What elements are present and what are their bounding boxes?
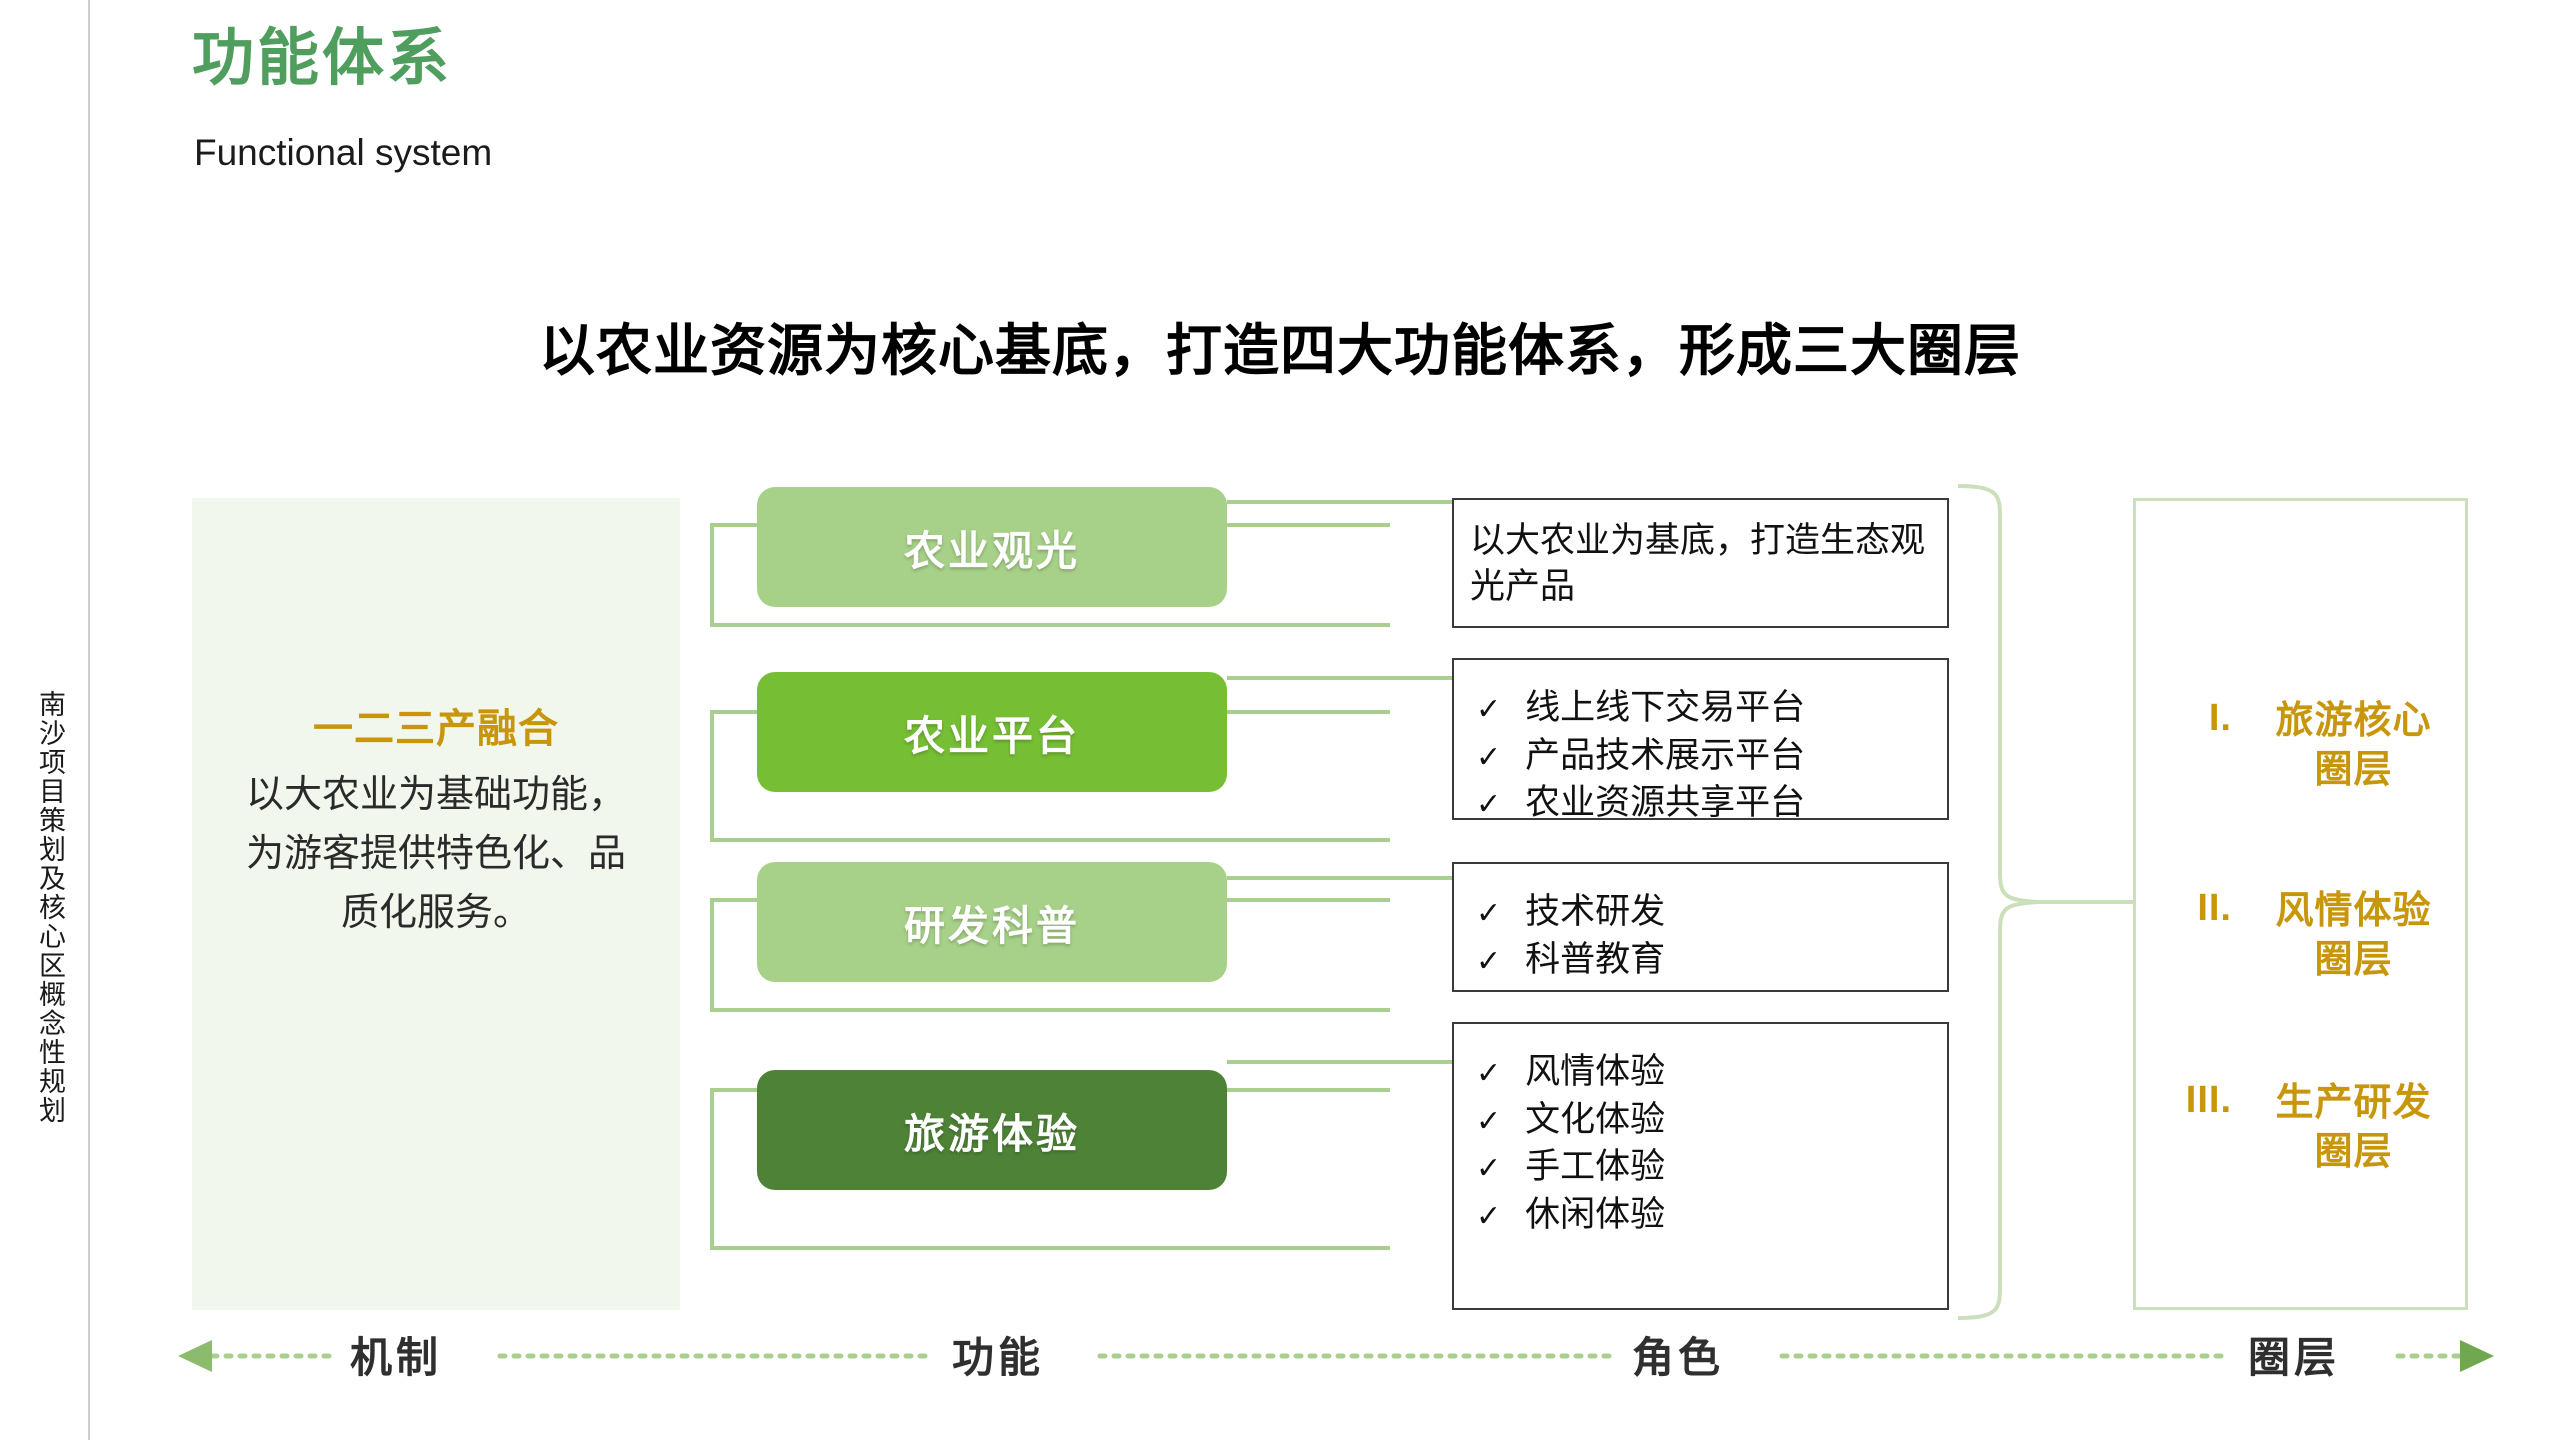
- list-item: ✓ 农业资源共享平台: [1454, 779, 1947, 827]
- check-icon: ✓: [1476, 1199, 1502, 1233]
- list-item-label: 农业资源共享平台: [1525, 783, 1806, 823]
- mechanism-title: 一二三产融合: [313, 707, 559, 751]
- check-icon: ✓: [1476, 1057, 1502, 1090]
- page-subtitle-english: Functional system: [194, 132, 493, 173]
- list-item-label: 文化体验: [1525, 1099, 1666, 1139]
- list-item: ✓ 风情体验: [1454, 1048, 1947, 1096]
- layer-numeral: I.: [2208, 697, 2232, 739]
- list-item: ✓ 技术研发: [1454, 888, 1947, 936]
- check-icon: ✓: [1476, 740, 1502, 774]
- list-item-label: 手工体验: [1525, 1147, 1666, 1187]
- list-item: ✓ 线上线下交易平台: [1454, 684, 1947, 732]
- layer-label: 风情体验 圈层: [2275, 890, 2432, 981]
- list-item: ✓ 休闲体验: [1454, 1191, 1947, 1239]
- role-paragraph: 以大农业为基底，打造生态观光产品: [1470, 521, 1926, 607]
- page-title: 功能体系: [192, 24, 453, 93]
- arrow-right-icon: [2460, 1340, 2494, 1372]
- list-item-label: 休闲体验: [1525, 1194, 1666, 1234]
- main-heading: 以农业资源为核心基底，打造四大功能体系，形成三大圈层: [539, 319, 2021, 382]
- layer-item-folk-experience: II. 风情体验 圈层: [2136, 887, 2471, 984]
- list-item-label: 风情体验: [1525, 1052, 1666, 1091]
- check-icon: ✓: [1476, 693, 1502, 726]
- role-box-tourism-experience: ✓ 风情体验 ✓ 文化体验 ✓ 手工体验 ✓ 休闲体验: [1452, 1022, 1949, 1310]
- bottom-axis: [178, 1340, 2494, 1372]
- role-box-rnd-science: ✓ 技术研发 ✓ 科普教育: [1452, 862, 1949, 992]
- axis-label-mechanism: 机制: [350, 1334, 443, 1381]
- deck-vertical-title: 南沙项目策划及核心区概念性规划: [35, 690, 65, 1125]
- role-list: ✓ 技术研发 ✓ 科普教育: [1454, 864, 1947, 983]
- layer-numeral: III.: [2185, 1079, 2232, 1121]
- check-icon: ✓: [1476, 897, 1502, 930]
- function-box-tourism-experience[interactable]: 旅游体验: [757, 1070, 1227, 1190]
- mechanism-panel: 一二三产融合 以大农业为基础功能，为游客提供特色化、品质化服务。: [192, 498, 680, 1310]
- axis-label-function: 功能: [952, 1334, 1045, 1381]
- list-item-label: 科普教育: [1525, 939, 1666, 979]
- layer-item-tourism-core: I. 旅游核心 圈层: [2136, 697, 2471, 794]
- arrow-left-icon: [178, 1340, 212, 1372]
- layer-label: 生产研发 圈层: [2275, 1082, 2432, 1173]
- list-item-label: 线上线下交易平台: [1525, 688, 1806, 727]
- check-icon: ✓: [1476, 788, 1502, 822]
- left-vertical-rail: 南沙项目策划及核心区概念性规划: [0, 0, 90, 1440]
- list-item: ✓ 科普教育: [1454, 936, 1947, 984]
- check-icon: ✓: [1476, 1152, 1502, 1186]
- function-box-agritourism[interactable]: 农业观光: [757, 487, 1227, 607]
- check-icon: ✓: [1476, 1104, 1502, 1138]
- role-box-agritourism: 以大农业为基底，打造生态观光产品: [1452, 498, 1949, 628]
- layer-item-production-rnd: III. 生产研发 圈层: [2136, 1079, 2471, 1176]
- function-box-agriplatform[interactable]: 农业平台: [757, 672, 1227, 792]
- list-item: ✓ 文化体验: [1454, 1096, 1947, 1144]
- layer-label: 旅游核心 圈层: [2275, 700, 2432, 791]
- role-list: ✓ 线上线下交易平台 ✓ 产品技术展示平台 ✓ 农业资源共享平台: [1454, 660, 1947, 827]
- function-box-rnd-science[interactable]: 研发科普: [757, 862, 1227, 982]
- list-item-label: 技术研发: [1525, 892, 1666, 931]
- role-box-agriplatform: ✓ 线上线下交易平台 ✓ 产品技术展示平台 ✓ 农业资源共享平台: [1452, 658, 1949, 822]
- circle-layer-panel: I. 旅游核心 圈层 II. 风情体验 圈层 III. 生产研发 圈层: [2133, 498, 2468, 1310]
- axis-label-circle-layer: 圈层: [2248, 1334, 2341, 1381]
- mechanism-body-text: 以大农业为基础功能，为游客提供特色化、品质化服务。: [246, 774, 627, 934]
- axis-label-role: 角色: [1632, 1334, 1725, 1381]
- list-item: ✓ 产品技术展示平台: [1454, 732, 1947, 780]
- layer-numeral: II.: [2197, 887, 2232, 929]
- check-icon: ✓: [1476, 944, 1502, 978]
- list-item: ✓ 手工体验: [1454, 1143, 1947, 1191]
- list-item-label: 产品技术展示平台: [1525, 735, 1806, 775]
- role-list: ✓ 风情体验 ✓ 文化体验 ✓ 手工体验 ✓ 休闲体验: [1454, 1024, 1947, 1238]
